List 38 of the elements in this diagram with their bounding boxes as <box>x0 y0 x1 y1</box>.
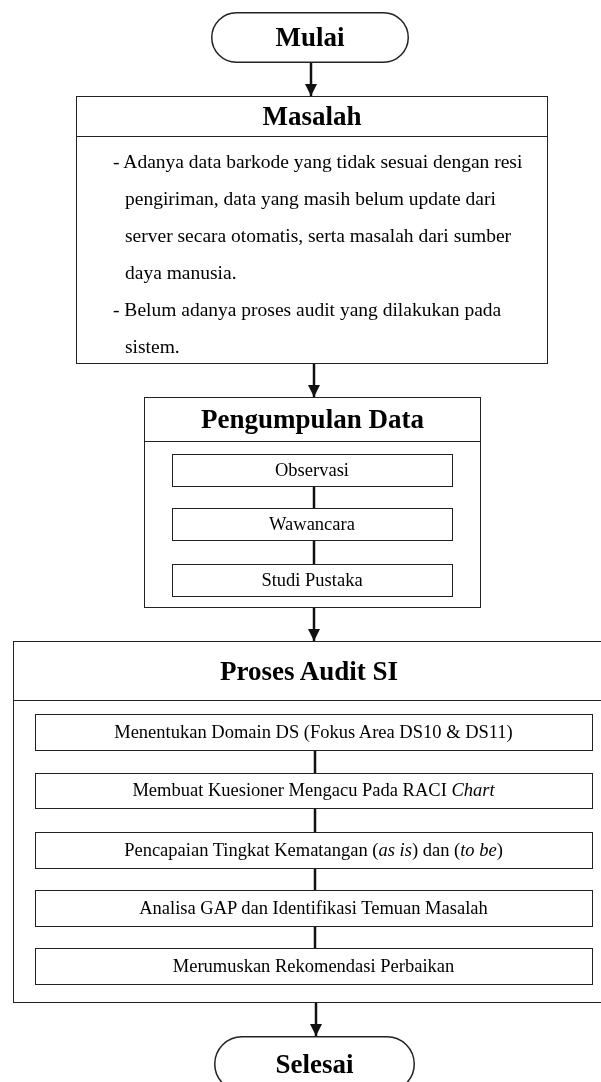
panel-title: Masalah <box>77 97 547 137</box>
connector-line <box>312 541 316 564</box>
process-panel <box>144 397 481 608</box>
step-label: Pencapaian Tingkat Kematangan (as is) dan (to be) <box>124 839 503 861</box>
step-label: Analisa GAP dan Identifikasi Temuan Masalah <box>139 897 488 919</box>
connector-line <box>313 751 317 773</box>
process-box <box>171 453 453 487</box>
process-box <box>34 772 593 809</box>
bullet-text: - Adanya data barkode yang tidak sesuai dengan resi pengiriman, data yang masih belum update dari server secara otomatis, serta masalah dari sumber daya manusia. <box>112 150 524 285</box>
connector-line <box>313 869 317 890</box>
step-label: Membuat Kuesioner Mengacu Pada RACI Chart <box>132 780 495 801</box>
process-box <box>34 713 593 751</box>
panel-title: Proses Audit SI <box>14 642 601 701</box>
arrow <box>307 364 321 397</box>
process-box <box>34 889 593 927</box>
process-panel <box>76 96 548 364</box>
process-box <box>34 947 593 985</box>
bullet-text: - Belum adanya proses audit yang dilakukan pada sistem. <box>112 298 503 359</box>
connector-line <box>313 927 317 948</box>
process-box <box>171 563 453 597</box>
arrow <box>304 63 318 96</box>
step-label: Menentukan Domain DS (Fokus Area DS10 & DS11) <box>114 721 513 743</box>
terminator-label: Mulai <box>275 22 345 53</box>
process-panel <box>13 641 601 1003</box>
process-box <box>171 507 453 541</box>
step-label: Studi Pustaka <box>261 569 363 591</box>
terminator-shape <box>214 1036 415 1082</box>
step-label: Observasi <box>275 459 349 481</box>
panel-title: Pengumpulan Data <box>145 398 480 442</box>
step-label: Wawancara <box>269 513 355 535</box>
process-box <box>34 831 593 869</box>
terminator-shape <box>211 12 409 63</box>
arrow <box>309 1003 323 1036</box>
arrow <box>307 608 321 641</box>
step-label: Merumuskan Rekomendasi Perbaikan <box>172 955 455 977</box>
connector-line <box>312 487 316 508</box>
terminator-label: Selesai <box>275 1048 354 1080</box>
connector-line <box>313 809 317 832</box>
